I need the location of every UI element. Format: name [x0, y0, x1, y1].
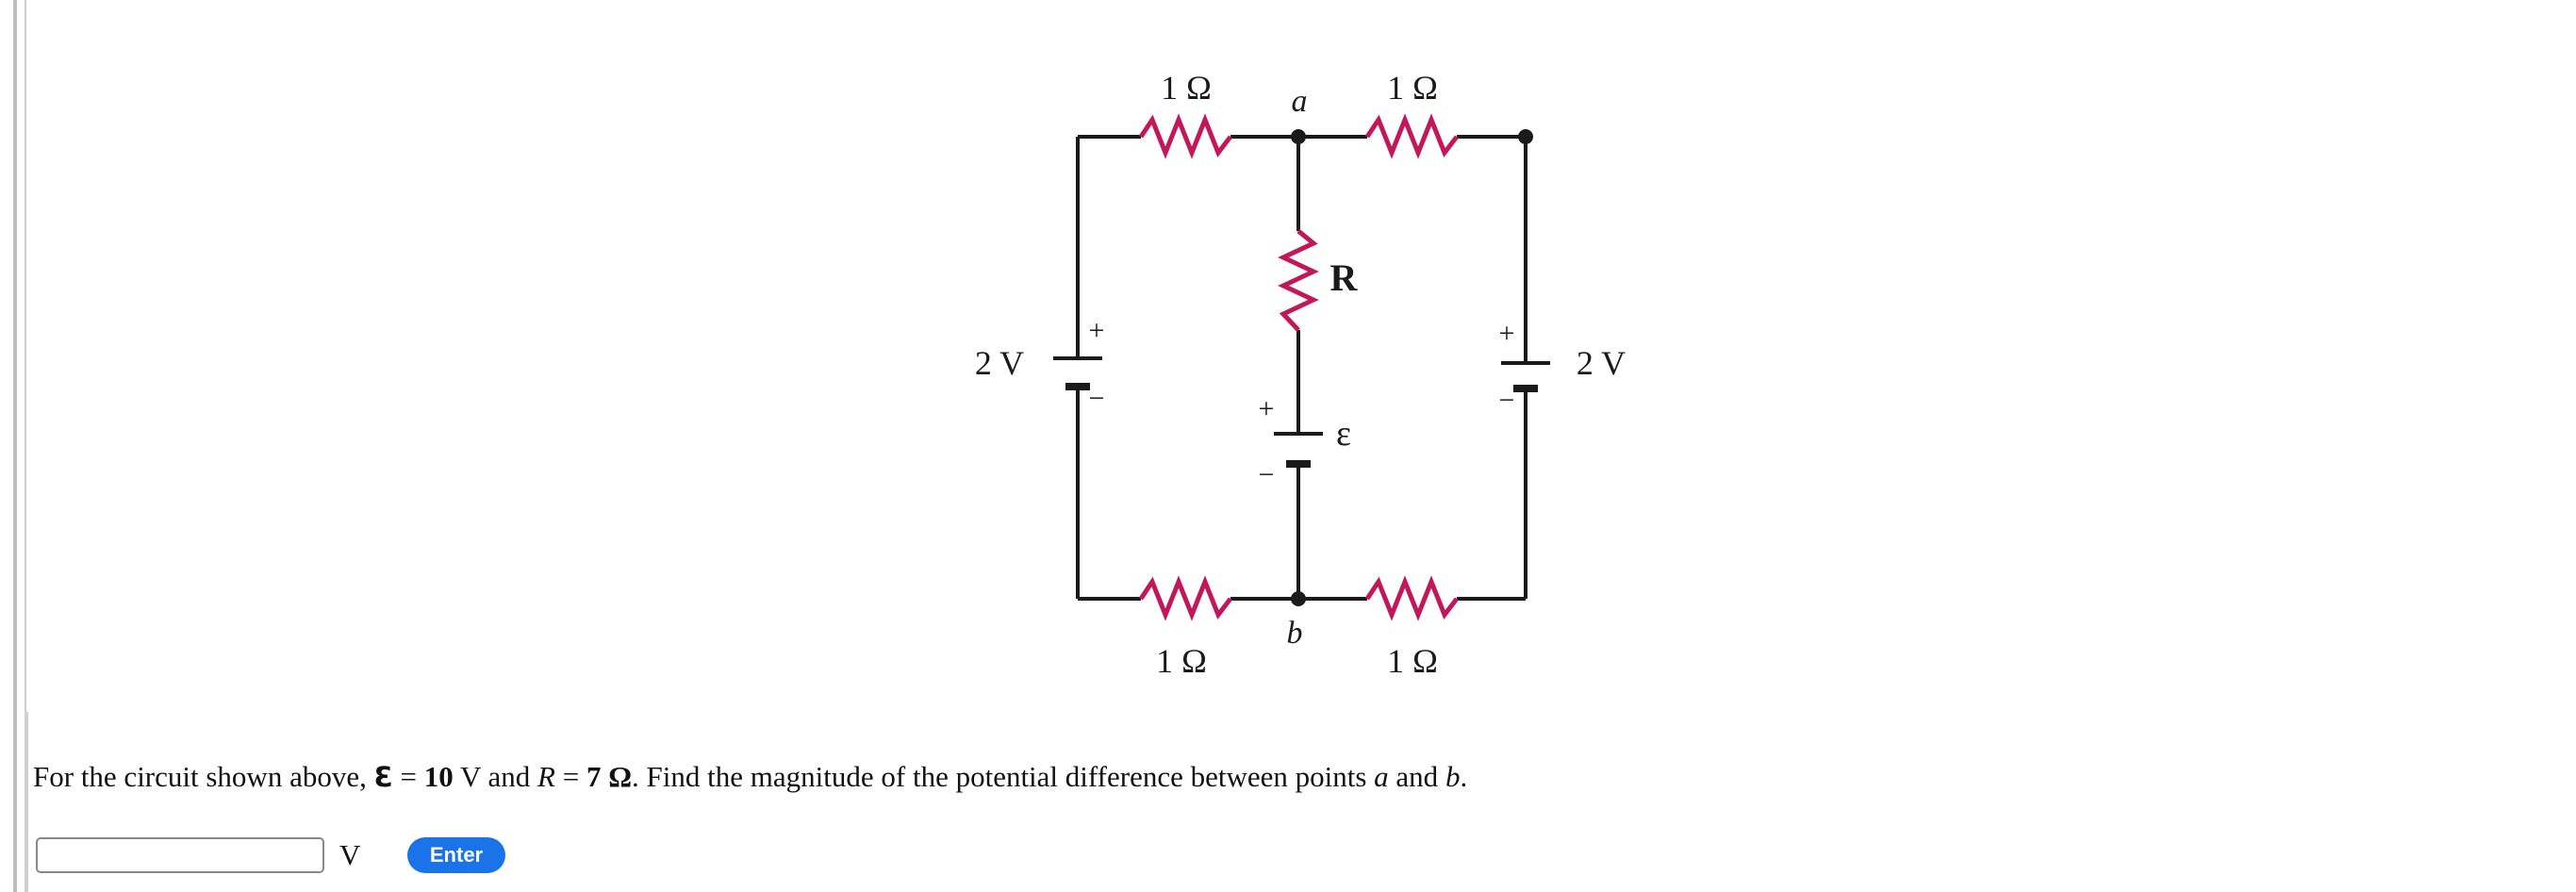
r-value: 7 Ω — [586, 760, 633, 793]
answer-input[interactable] — [36, 837, 324, 873]
label-node-b: b — [1287, 616, 1303, 651]
question-eq2: = — [554, 760, 586, 793]
resistor-top-left — [1138, 113, 1232, 159]
point-b: b — [1445, 760, 1461, 793]
point-a: a — [1374, 760, 1389, 793]
emf-symbol: Ɛ — [373, 761, 393, 793]
resistor-bottom-right — [1364, 575, 1459, 621]
question-mid1: V and — [453, 760, 538, 793]
minus-left-battery: − — [1089, 383, 1105, 414]
minus-right-battery: − — [1499, 385, 1515, 416]
question-eq1: = — [392, 760, 424, 793]
label-r-top-right: 1 Ω — [1387, 69, 1438, 107]
plus-emf: + — [1259, 393, 1275, 424]
question-frame — [26, 712, 2576, 892]
resistor-bottom-left — [1138, 575, 1232, 621]
page-left-border — [13, 0, 17, 892]
node-a-dot — [1291, 129, 1306, 144]
label-r-middle: R — [1330, 256, 1359, 299]
question-prefix: For the circuit shown above, — [33, 760, 367, 793]
plus-left-battery: + — [1089, 315, 1105, 346]
plus-right-battery: + — [1499, 318, 1515, 349]
label-r-top-left: 1 Ω — [1161, 69, 1212, 107]
question-mid2: . Find the magnitude of the potential di… — [632, 760, 1375, 793]
label-emf-middle: ε — [1336, 414, 1351, 454]
emf-value: 10 — [423, 760, 454, 793]
answer-row: V Enter — [36, 837, 505, 873]
circuit-diagram: 1 Ω 1 Ω a R ε 2 V 2 V b 1 Ω 1 Ω + − + − … — [975, 69, 1626, 680]
label-r-bottom-left: 1 Ω — [1156, 642, 1207, 680]
page-left-border-inner — [25, 0, 26, 892]
minus-emf: − — [1259, 459, 1275, 490]
label-node-a: a — [1292, 84, 1308, 119]
question-text: For the circuit shown above, Ɛ = 10 V an… — [33, 759, 1467, 794]
question-mid3: and — [1388, 760, 1445, 793]
r-variable: R — [537, 760, 555, 793]
node-b-dot — [1291, 591, 1306, 606]
enter-button[interactable]: Enter — [407, 837, 505, 873]
resistor-middle-R — [1278, 229, 1319, 332]
question-suffix: . — [1460, 760, 1468, 793]
label-battery-right: 2 V — [1577, 344, 1626, 382]
answer-unit: V — [339, 838, 361, 871]
resistor-top-right — [1364, 113, 1459, 159]
circuit-wires — [1076, 135, 1527, 601]
corner-top-right-dot — [1518, 129, 1533, 144]
label-battery-left: 2 V — [975, 344, 1024, 382]
label-r-bottom-right: 1 Ω — [1387, 642, 1438, 680]
